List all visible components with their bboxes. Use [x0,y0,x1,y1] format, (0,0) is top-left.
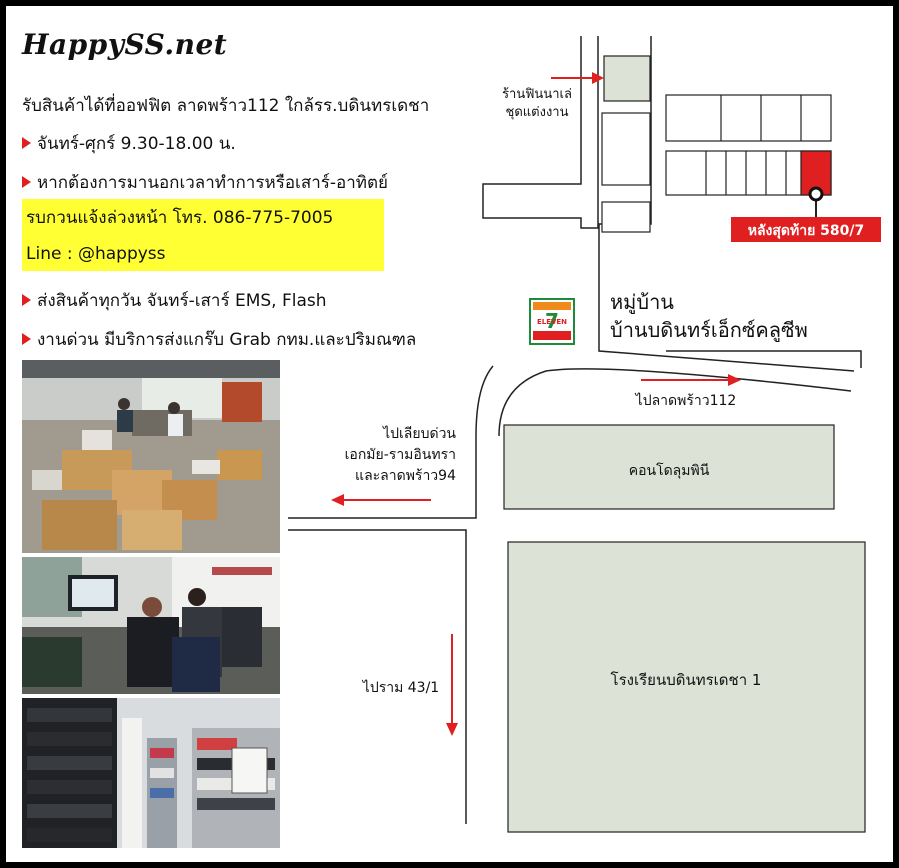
school-label: โรงเรียนบดินทรเดชา 1 [611,671,762,689]
school-block [507,541,866,833]
expressway-label-2: เอกมัย-รามอินทรา [345,447,456,463]
shipping-text: ส่งสินค้าทุกวัน จันทร์-เสาร์ EMS, Flash [37,291,327,311]
phone-highlight: รบกวนแจ้งล่วงหน้า โทร. 086-775-7005 [22,199,384,237]
photo-office [22,557,280,694]
bullet-icon [22,136,31,149]
hours-text: จันทร์-ศุกร์ 9.30-18.00 น. [37,134,236,154]
seven-eleven-text: ELEVEN [537,318,567,326]
shipping-line: ส่งสินค้าทุกวัน จันทร์-เสาร์ EMS, Flash [22,287,327,314]
to-ram-label: ไปราม 43/1 [362,679,439,696]
map-card: HappySS.net รับสินค้าได้ที่ออฟฟิต ลาดพร้… [6,6,893,862]
location-pin-icon [808,186,824,218]
expressway-label-1: ไปเลียบด่วน [382,425,456,442]
photo-stock [22,698,280,848]
seven-eleven-logo: 7 ELEVEN [529,298,575,345]
after-hours-line: หากต้องการมานอกเวลาทำการหรือเสาร์-อาทิตย… [22,169,388,196]
village-label-2: บ้านบดินทร์เอ็กซ์คลูซีพ [610,317,808,343]
pickup-line: รับสินค้าได้ที่ออฟฟิต ลาดพร้าว112 ใกล้รร… [22,96,430,116]
house-rows [601,94,832,233]
village-label-1: หมู่บ้าน [610,290,674,315]
brand-logo: HappySS.net [22,28,228,61]
bullet-icon [22,293,31,306]
photo-packing [22,360,280,553]
target-label: หลังสุดท้าย 580/7 [748,223,865,239]
arrow-left-icon [331,494,431,506]
condo-block [503,424,835,510]
bullet-icon [22,175,31,188]
arrow-right-icon [551,72,604,84]
bullet-icon [22,332,31,345]
urgent-line: งานด่วน มีบริการส่งแกร๊บ Grab กทม.และปริ… [22,326,416,353]
target-label-box [731,217,881,242]
expressway-label-3: และลาดพร้าว94 [355,468,456,484]
arrow-right-icon [641,374,741,386]
condo-label: คอนโดลุมพินี [629,462,710,479]
finale-shop-block [603,55,651,102]
after-hours-text: หากต้องการมานอกเวลาทำการหรือเสาร์-อาทิตย… [37,173,388,193]
location-map: หลังสุดท้าย 580/7 ร้านฟินนาเล่ ชุดแต่งงา… [288,36,881,833]
hours-line: จันทร์-ศุกร์ 9.30-18.00 น. [22,130,236,157]
shop-label-1: ร้านฟินนาเล่ [502,87,572,102]
to-ladprao-label: ไปลาดพร้าว112 [635,392,737,409]
seven-digit: 7 [545,309,559,333]
line-id-highlight: Line : @happyss [22,237,384,271]
urgent-text: งานด่วน มีบริการส่งแกร๊บ Grab กทม.และปริ… [37,330,417,350]
road-lines [288,36,862,824]
shop-label-2: ชุดแต่งงาน [506,105,569,120]
arrow-down-icon [446,634,458,736]
